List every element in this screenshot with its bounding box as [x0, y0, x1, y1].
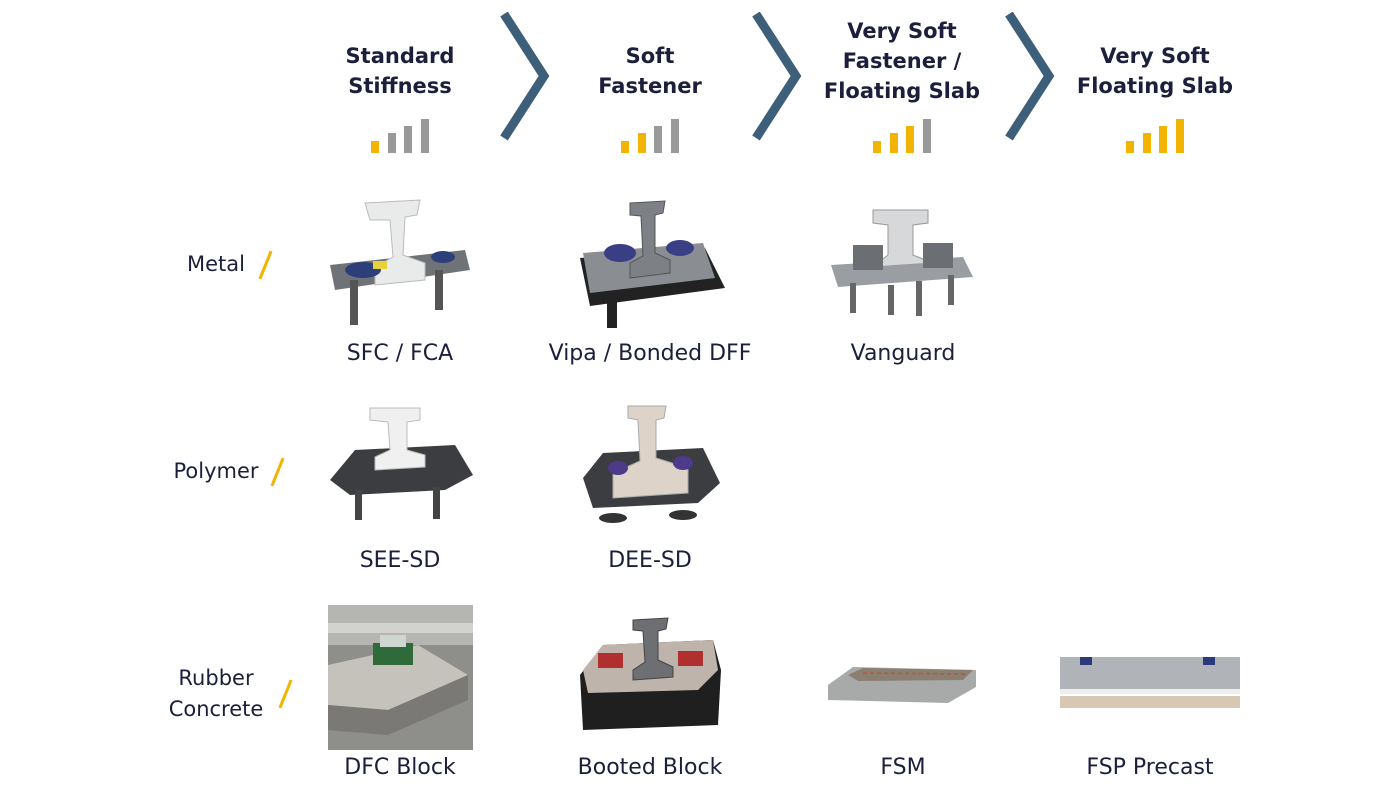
stage-very-soft-floating-slab: Very Soft Floating Slab — [1035, 41, 1275, 101]
row-label-rubber-concrete: Rubber Concrete — [136, 663, 296, 725]
bar-filled — [1175, 119, 1184, 153]
row-label-polymer: Polymer — [136, 456, 296, 487]
stage-soft-fastener: Soft Fastener — [530, 41, 770, 101]
stiffness-bars — [873, 113, 933, 153]
product-image-vipa-bonded-dff — [580, 200, 725, 328]
stage-standard-stiffness: Standard Stiffness — [280, 41, 520, 101]
bar-empty — [387, 133, 396, 153]
stage-very-soft-fastener: Very Soft Fastener / Floating Slab — [782, 16, 1022, 106]
bar-filled — [906, 126, 914, 153]
stage-title-line: Standard — [345, 44, 455, 68]
bar-empty — [404, 126, 412, 153]
chevron-right-icon — [500, 12, 550, 141]
bar-filled — [371, 141, 379, 153]
stiffness-bars — [1126, 113, 1186, 153]
bar-empty — [654, 126, 662, 153]
product-label-sfc-fca: SFC / FCA — [346, 341, 454, 366]
product-label-booted-block: Booted Block — [577, 755, 723, 780]
product-label-vipa-bonded-dff: Vipa / Bonded DFF — [548, 341, 752, 366]
product-image-vanguard — [831, 209, 973, 316]
stage-title-line: Soft — [625, 44, 675, 68]
product-image-booted-block — [580, 617, 721, 730]
bar-filled — [873, 141, 881, 153]
bar-empty — [670, 119, 679, 153]
bar-filled — [637, 133, 646, 153]
chevron-right-icon — [752, 12, 802, 141]
row-label-text: Rubber — [178, 666, 254, 690]
bar-filled — [1126, 141, 1134, 153]
bar-filled — [1142, 133, 1151, 153]
product-image-see-sd — [330, 407, 473, 520]
product-label-see-sd: SEE-SD — [359, 548, 441, 573]
product-image-fsp-precast — [1060, 657, 1240, 708]
row-label-text: Metal — [187, 252, 245, 276]
row-label-metal: Metal — [136, 249, 296, 280]
bar-filled — [621, 141, 629, 153]
stiffness-bars — [621, 113, 681, 153]
stage-title-line: Very Soft — [847, 19, 957, 43]
product-image-fsm — [828, 667, 976, 703]
product-image-sfc-fca — [330, 199, 470, 325]
bar-empty — [922, 119, 931, 153]
bar-filled — [1159, 126, 1167, 153]
bar-empty — [420, 119, 429, 153]
product-label-vanguard: Vanguard — [850, 341, 956, 366]
bar-filled — [889, 133, 898, 153]
stage-title-line: Floating Slab — [823, 79, 981, 103]
product-label-fsm: FSM — [880, 755, 926, 780]
stage-title-line: Very Soft — [1100, 44, 1210, 68]
row-label-text: Polymer — [173, 459, 259, 483]
chevron-right-icon — [1005, 12, 1055, 141]
row-label-text: Concrete — [168, 697, 264, 721]
stage-title-line: Floating Slab — [1076, 74, 1234, 98]
product-image-dfc-block — [328, 605, 473, 750]
stage-title-line: Fastener / — [842, 49, 962, 73]
product-label-dfc-block: DFC Block — [344, 755, 456, 780]
stage-title-line: Fastener — [598, 74, 702, 98]
stage-title-line: Stiffness — [348, 74, 452, 98]
product-label-fsp-precast: FSP Precast — [1086, 755, 1214, 780]
product-label-dee-sd: DEE-SD — [608, 548, 692, 573]
stiffness-bars — [371, 113, 431, 153]
product-image-dee-sd — [583, 405, 720, 523]
